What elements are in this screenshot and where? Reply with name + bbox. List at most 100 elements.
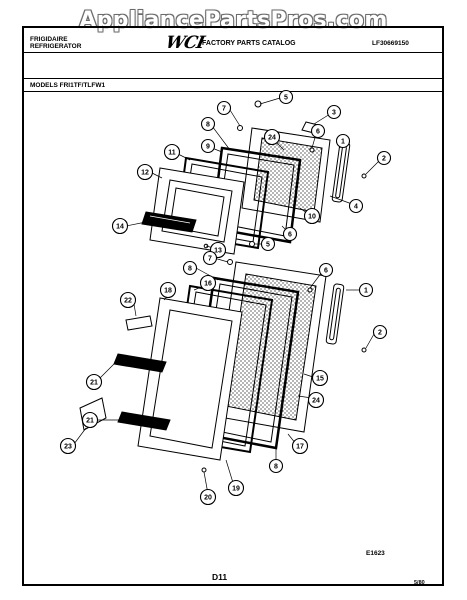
lower-handle (325, 283, 345, 345)
callout-number: 16 (204, 281, 212, 288)
callout-15: 15 (311, 369, 329, 387)
page-number: D11 (212, 572, 228, 582)
watermark: AppliancePartsPros.com (79, 8, 388, 33)
callout-8: 8 (182, 260, 198, 276)
callout-2: 2 (372, 324, 388, 340)
lower-hinge-screw (249, 241, 255, 247)
callout-number: 10 (308, 214, 316, 221)
callout-3: 3 (326, 104, 342, 120)
callout-7: 7 (216, 100, 232, 116)
callout-2: 2 (376, 150, 392, 166)
callout-number: 14 (116, 224, 124, 231)
callout-bubbles: 5738961224111210461413576811618222211524… (59, 89, 392, 506)
upper-handle (331, 141, 351, 203)
callout-number: 18 (164, 288, 172, 295)
catalog-title: FACTORY PARTS CATALOG (202, 40, 296, 47)
callout-number: 5 (266, 242, 270, 249)
catalog-part-number: LF30669150 (372, 40, 409, 47)
callout-1: 1 (335, 133, 351, 149)
callout-number: 9 (206, 144, 210, 151)
callout-number: 6 (316, 129, 320, 136)
product-type: REFRIGERATOR (30, 43, 82, 50)
callout-number: 13 (214, 248, 222, 255)
upper-inner-panel (149, 167, 245, 255)
lower-shelf-upper (113, 353, 167, 373)
callout-8: 8 (268, 458, 284, 474)
callout-10: 10 (303, 207, 321, 225)
callout-number: 2 (378, 330, 382, 337)
callout-number: 6 (324, 268, 328, 275)
callout-19: 19 (227, 479, 245, 497)
callout-21: 21 (85, 373, 103, 391)
callout-number: 4 (354, 204, 358, 211)
diagram-code: E1623 (366, 550, 385, 557)
callout-number: 8 (206, 122, 210, 129)
callout-5: 5 (278, 89, 294, 105)
callout-number: 7 (208, 256, 212, 263)
models-rule-top (24, 78, 442, 79)
callout-6: 6 (318, 262, 334, 278)
callout-4: 4 (348, 198, 364, 214)
callout-number: 8 (274, 464, 278, 471)
callout-number: 15 (316, 376, 324, 383)
shelf-retainer-22 (125, 315, 153, 331)
callout-12: 12 (136, 163, 154, 181)
callout-9: 9 (200, 138, 216, 154)
callout-number: 11 (168, 150, 176, 157)
lower-screw-6 (307, 287, 313, 293)
callout-number: 21 (86, 418, 94, 425)
callout-21: 21 (81, 411, 99, 429)
models-rule-bottom (24, 91, 442, 92)
revision-date: 5/80 (414, 580, 425, 586)
callout-24: 24 (307, 391, 325, 409)
lower-shelf-lower (117, 411, 171, 431)
callout-number: 6 (288, 232, 292, 239)
callout-11: 11 (163, 143, 181, 161)
upper-inner-recess (161, 179, 233, 243)
callout-number: 21 (90, 380, 98, 387)
callout-17: 17 (291, 437, 309, 455)
leader-lines (73, 97, 381, 495)
callout-number: 1 (341, 139, 345, 146)
callout-number: 7 (222, 106, 226, 113)
callout-6: 6 (282, 226, 298, 242)
callout-24: 24 (263, 128, 281, 146)
callout-number: 20 (204, 495, 212, 502)
callout-number: 2 (382, 156, 386, 163)
callout-23: 23 (59, 437, 77, 455)
callout-5: 5 (260, 236, 276, 252)
callout-14: 14 (111, 217, 129, 235)
lower-door-assembly (79, 261, 367, 473)
callout-number: 24 (312, 398, 320, 405)
callout-18: 18 (159, 281, 177, 299)
callout-number: 23 (64, 444, 72, 451)
callout-number: 1 (364, 288, 368, 295)
callout-22: 22 (119, 291, 137, 309)
callout-number: 17 (296, 444, 304, 451)
lower-screw-20 (201, 467, 207, 473)
callout-16: 16 (199, 274, 217, 292)
lower-screw-2 (361, 347, 367, 353)
lower-hinge-pin (227, 259, 233, 265)
brand-name: FRIGIDAIRE (30, 36, 68, 43)
callout-6: 6 (310, 123, 326, 139)
callout-number: 5 (284, 95, 288, 102)
header-rule (24, 52, 442, 53)
upper-screw-2 (361, 173, 367, 179)
callout-number: 24 (268, 135, 276, 142)
callout-1: 1 (358, 282, 374, 298)
upper-hinge-pin (237, 125, 243, 131)
callout-number: 22 (124, 298, 132, 305)
callout-number: 3 (332, 110, 336, 117)
callout-8: 8 (200, 116, 216, 132)
upper-inner-recess-2 (169, 187, 225, 237)
callout-number: 8 (188, 266, 192, 273)
callout-number: 12 (141, 170, 149, 177)
upper-door-assembly (141, 100, 367, 265)
callout-number: 19 (232, 486, 240, 493)
callout-20: 20 (199, 488, 217, 506)
callout-7: 7 (202, 250, 218, 266)
page-frame (22, 26, 444, 586)
